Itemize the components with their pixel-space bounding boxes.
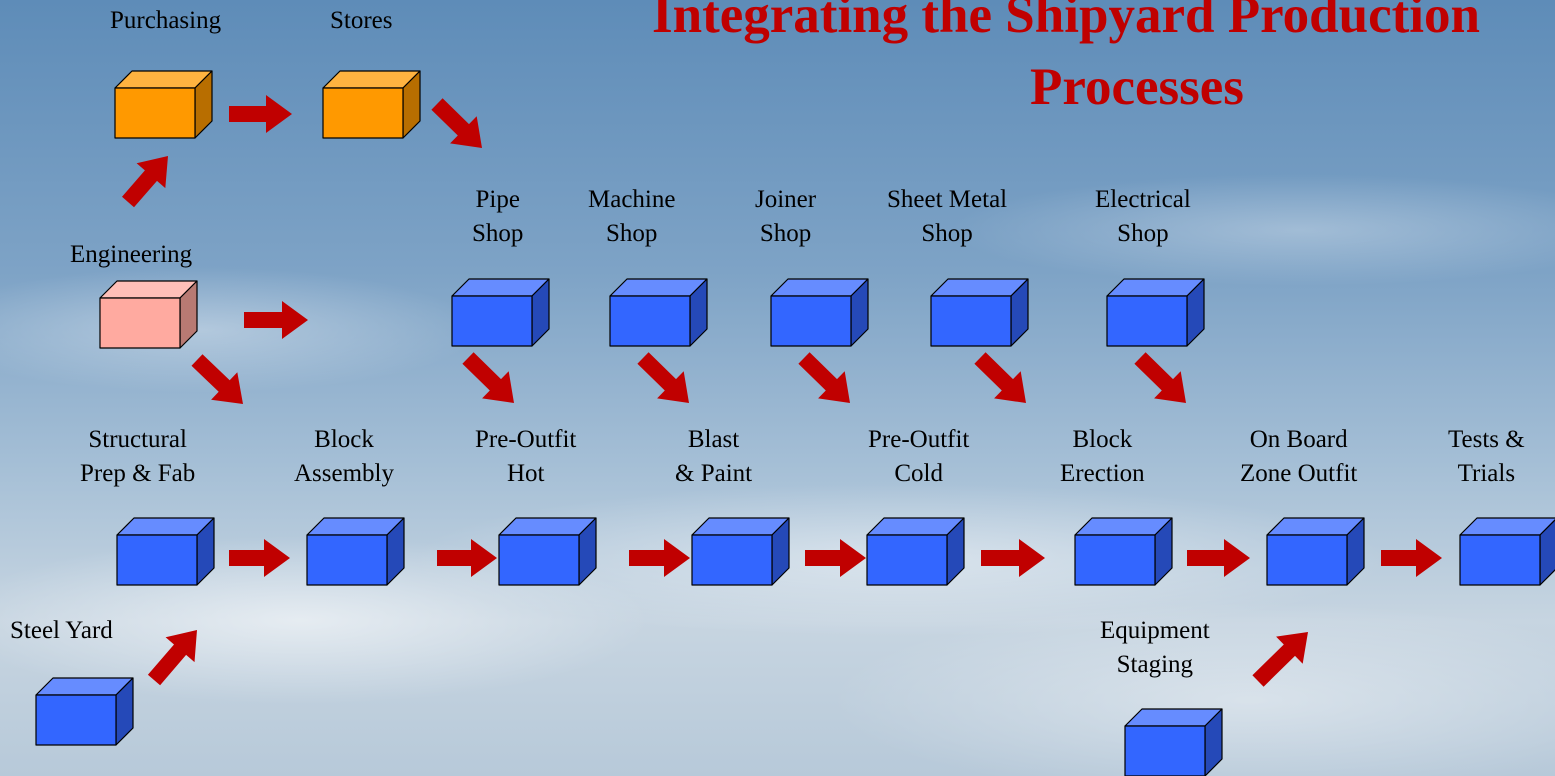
arrow-main-4 bbox=[805, 539, 866, 577]
label-block-erection: Block Erection bbox=[1060, 426, 1145, 487]
arrow-sheet-metal-down bbox=[974, 352, 1026, 403]
box-electrical-shop bbox=[1106, 278, 1205, 347]
label-electrical-shop: Electrical Shop bbox=[1095, 186, 1191, 247]
arrow-main-1 bbox=[229, 539, 290, 577]
box-stores bbox=[322, 70, 421, 139]
arrow-machine-down bbox=[637, 352, 689, 403]
box-structural bbox=[116, 517, 215, 586]
label-on-board: On Board Zone Outfit bbox=[1240, 426, 1358, 487]
arrow-main-5 bbox=[981, 539, 1045, 577]
box-steel-yard bbox=[35, 677, 134, 746]
label-machine-shop: Machine Shop bbox=[588, 186, 676, 247]
arrow-purchasing-stores bbox=[229, 95, 292, 133]
box-pre-outfit-hot bbox=[498, 517, 597, 586]
title-line-1: Integrating the Shipyard Production bbox=[652, 0, 1480, 44]
box-block-erection bbox=[1074, 517, 1173, 586]
box-sheet-metal-shop bbox=[930, 278, 1029, 347]
arrow-steel-yard-up bbox=[147, 630, 197, 686]
arrow-main-2 bbox=[437, 539, 497, 577]
label-structural: Structural Prep & Fab bbox=[80, 426, 196, 487]
label-pre-outfit-cold: Pre-Outfit Cold bbox=[868, 426, 970, 487]
label-steel-yard: Steel Yard bbox=[10, 617, 113, 644]
box-blast-paint bbox=[691, 517, 790, 586]
arrow-joiner-down bbox=[798, 352, 850, 403]
box-machine-shop bbox=[609, 278, 708, 347]
label-sheet-metal-shop: Sheet Metal Shop bbox=[887, 186, 1008, 247]
box-block-assembly bbox=[306, 517, 405, 586]
arrow-main-7 bbox=[1381, 539, 1442, 577]
title-line-2: Processes bbox=[1030, 58, 1244, 116]
label-tests-trials: Tests & Trials bbox=[1448, 426, 1525, 487]
arrow-engineering-right bbox=[244, 301, 308, 339]
arrow-stores-pipe bbox=[431, 98, 482, 148]
box-pipe-shop bbox=[451, 278, 550, 347]
arrow-main-6 bbox=[1187, 539, 1250, 577]
box-joiner-shop bbox=[770, 278, 869, 347]
arrow-electrical-down bbox=[1134, 352, 1186, 403]
label-blast-paint: Blast & Paint bbox=[675, 426, 753, 487]
box-purchasing bbox=[114, 70, 213, 139]
box-on-board bbox=[1266, 517, 1365, 586]
arrow-main-3 bbox=[629, 539, 690, 577]
label-equipment-staging: Equipment Staging bbox=[1100, 617, 1210, 678]
arrow-engineering-structural bbox=[191, 354, 243, 404]
label-joiner-shop: Joiner Shop bbox=[755, 186, 817, 247]
label-stores: Stores bbox=[330, 7, 393, 34]
label-engineering: Engineering bbox=[70, 241, 193, 268]
label-purchasing: Purchasing bbox=[110, 7, 222, 34]
label-block-assembly: Block Assembly bbox=[294, 426, 394, 487]
box-equipment-staging bbox=[1124, 708, 1223, 776]
label-pre-outfit-hot: Pre-Outfit Hot bbox=[475, 426, 577, 487]
box-engineering bbox=[99, 280, 198, 349]
box-pre-outfit-cold bbox=[866, 517, 965, 586]
arrow-pipe-down bbox=[462, 352, 514, 403]
arrow-equipment-up bbox=[1252, 632, 1308, 687]
arrow-engineering-purchasing bbox=[122, 156, 168, 208]
label-pipe-shop: Pipe Shop bbox=[472, 186, 524, 247]
box-tests-trials bbox=[1459, 517, 1555, 586]
